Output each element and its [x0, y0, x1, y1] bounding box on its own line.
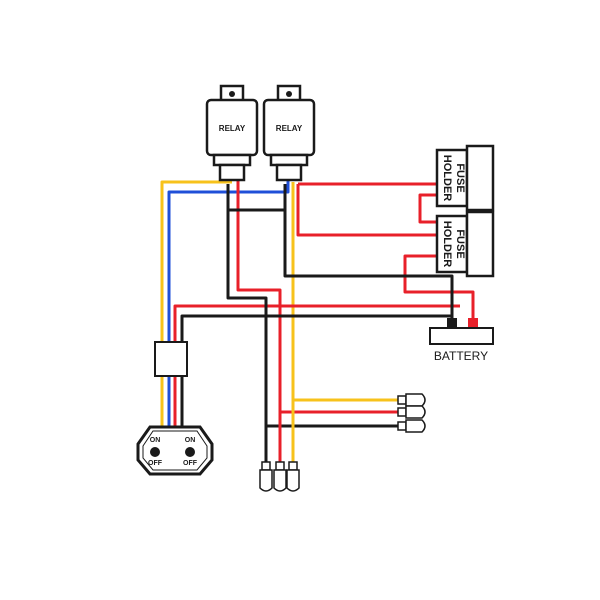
connector-icon	[397, 393, 426, 407]
bottom-terminals	[259, 461, 300, 492]
fuse-holder-icon	[435, 210, 495, 278]
toggle-switch: ON OFF ON OFF	[136, 425, 214, 476]
fuse-holder-label-line2: HOLDER	[441, 221, 453, 268]
connector-icon	[397, 419, 426, 433]
fuse-holder-2: FUSE HOLDER	[435, 210, 495, 278]
terminal-icon	[259, 461, 273, 492]
connector-icon	[397, 405, 426, 419]
relay-2: RELAY	[262, 84, 316, 182]
wire-red-fuse-link	[418, 193, 440, 224]
fuse-holder-icon	[435, 144, 495, 212]
wire-red-relay-output	[236, 180, 398, 414]
wire-red-fuse-to-battery	[403, 254, 475, 320]
relay-1: RELAY	[205, 84, 259, 182]
toggle-switch-icon	[136, 425, 214, 476]
fuse-holder-label-line1: FUSE	[454, 163, 466, 192]
fuse-holder-1: FUSE HOLDER	[435, 144, 495, 212]
wire-red-switch	[173, 304, 460, 430]
battery: BATTERY	[429, 318, 494, 363]
wire-yellow-output	[291, 182, 398, 402]
switch-right-button[interactable]	[185, 447, 195, 457]
relay-label: RELAY	[276, 124, 303, 133]
battery-icon	[429, 318, 494, 345]
fuse-holder-label-line2: HOLDER	[441, 155, 453, 202]
terminal-icon	[286, 461, 300, 492]
switch-left-off: OFF	[148, 460, 163, 467]
terminal-icon	[273, 461, 287, 492]
wire-black-relay-ground	[226, 184, 268, 465]
wires	[160, 180, 475, 465]
switch-connector	[154, 341, 188, 377]
relay-icon	[262, 84, 316, 182]
switch-right-on: ON	[185, 437, 196, 444]
battery-label: BATTERY	[434, 349, 488, 363]
fuse-holder-label-line1: FUSE	[454, 229, 466, 258]
relay-icon	[205, 84, 259, 182]
wire-black-switch-ground	[180, 314, 452, 430]
relay-label: RELAY	[219, 124, 246, 133]
output-connectors	[397, 393, 426, 433]
wire-red-relay-to-fuse2	[296, 184, 440, 237]
switch-left-button[interactable]	[150, 447, 160, 457]
wire-black-relay2	[283, 184, 454, 320]
switch-left-on: ON	[150, 437, 161, 444]
switch-right-off: OFF	[183, 460, 198, 467]
